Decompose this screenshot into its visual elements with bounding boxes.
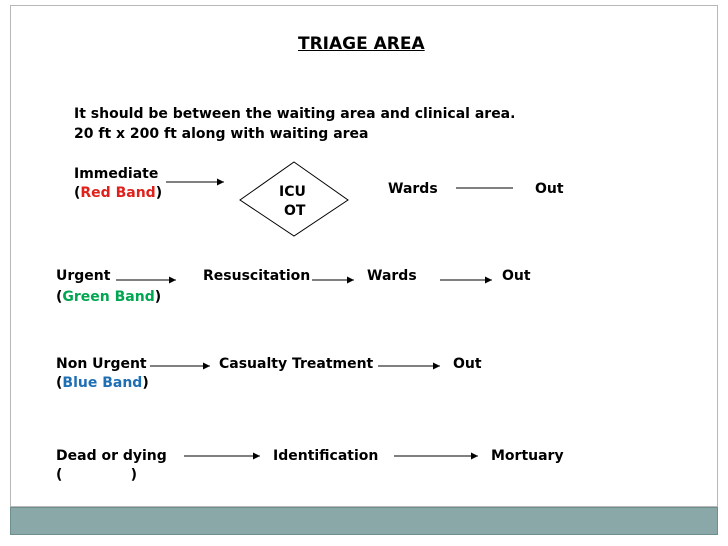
urgent-wards: Wards [367, 268, 417, 284]
immediate-label: Immediate [74, 166, 159, 182]
dead-label: Dead or dying [56, 448, 167, 464]
bracket-open: ( [74, 185, 81, 201]
immediate-out: Out [535, 181, 564, 197]
page-title: TRIAGE AREA [298, 34, 425, 54]
diamond-icu-label: ICU [279, 184, 306, 200]
dead-band-bracket: ( ) [56, 467, 138, 483]
non-urgent-out: Out [453, 356, 482, 372]
immediate-band: (Red Band) [74, 183, 162, 203]
urgent-out: Out [502, 268, 531, 284]
intro-line-2: 20 ft x 200 ft along with waiting area [74, 126, 369, 142]
red-band-label: Red Band [80, 185, 156, 201]
dead-identification: Identification [273, 448, 379, 464]
bracket-close: ) [155, 185, 163, 201]
urgent-label: Urgent [56, 268, 111, 284]
dead-mortuary: Mortuary [491, 448, 564, 464]
immediate-wards: Wards [388, 181, 438, 197]
urgent-resuscitation: Resuscitation [203, 268, 311, 284]
footer-bar [10, 507, 718, 535]
urgent-band: (Green Band) [56, 287, 161, 307]
slide-frame [10, 5, 718, 507]
bracket-open: ( [56, 289, 63, 305]
non-urgent-band: (Blue Band) [56, 373, 149, 393]
bracket-close: ) [154, 289, 162, 305]
blue-band-label: Blue Band [62, 375, 143, 391]
green-band-label: Green Band [62, 289, 155, 305]
non-urgent-label: Non Urgent [56, 356, 147, 372]
bracket-open: ( [56, 375, 63, 391]
bracket-close: ) [142, 375, 149, 391]
intro-line-1: It should be between the waiting area an… [74, 106, 516, 122]
non-urgent-casualty-treatment: Casualty Treatment [219, 356, 374, 372]
diamond-ot-label: OT [284, 203, 306, 219]
